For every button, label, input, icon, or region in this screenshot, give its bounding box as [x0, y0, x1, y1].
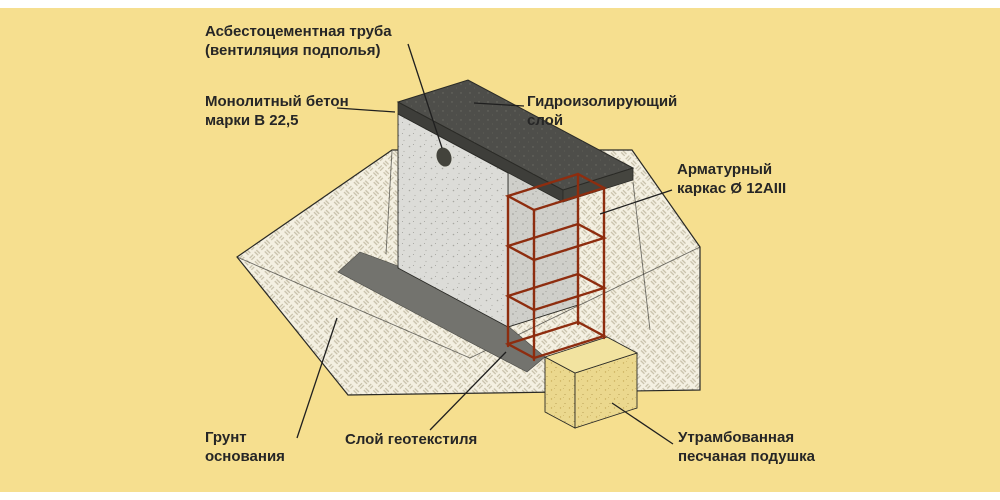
leader-line-sand	[611, 402, 674, 445]
label-concrete: Монолитный бетон марки В 22,5	[205, 93, 349, 130]
label-waterproofing: Гидроизолирующий слой	[527, 93, 678, 130]
leader-line-waterproofing	[473, 102, 525, 107]
leader-line-concrete	[336, 107, 396, 113]
leader-line-pipe	[407, 43, 443, 149]
label-rebar-cage: Арматурный каркас Ø 12АIII	[677, 161, 787, 198]
label-ground-base: Грунт основания	[205, 429, 285, 466]
leader-line-ground	[296, 317, 338, 439]
vent-pipe-hole	[434, 145, 454, 169]
leader-lines	[296, 43, 674, 445]
bottom-border	[0, 492, 1000, 500]
label-geotextile: Слой геотекстиля	[345, 431, 478, 448]
top-border	[0, 0, 1000, 8]
leader-line-geotextile	[429, 351, 507, 431]
label-sand-cushion: Утрамбованная песчаная подушка	[678, 429, 815, 466]
label-vent-pipe: Асбестоцементная труба (вентиляция подпо…	[205, 23, 392, 60]
waterproofing-layer	[396, 79, 635, 203]
leader-line-rebar	[599, 189, 673, 215]
